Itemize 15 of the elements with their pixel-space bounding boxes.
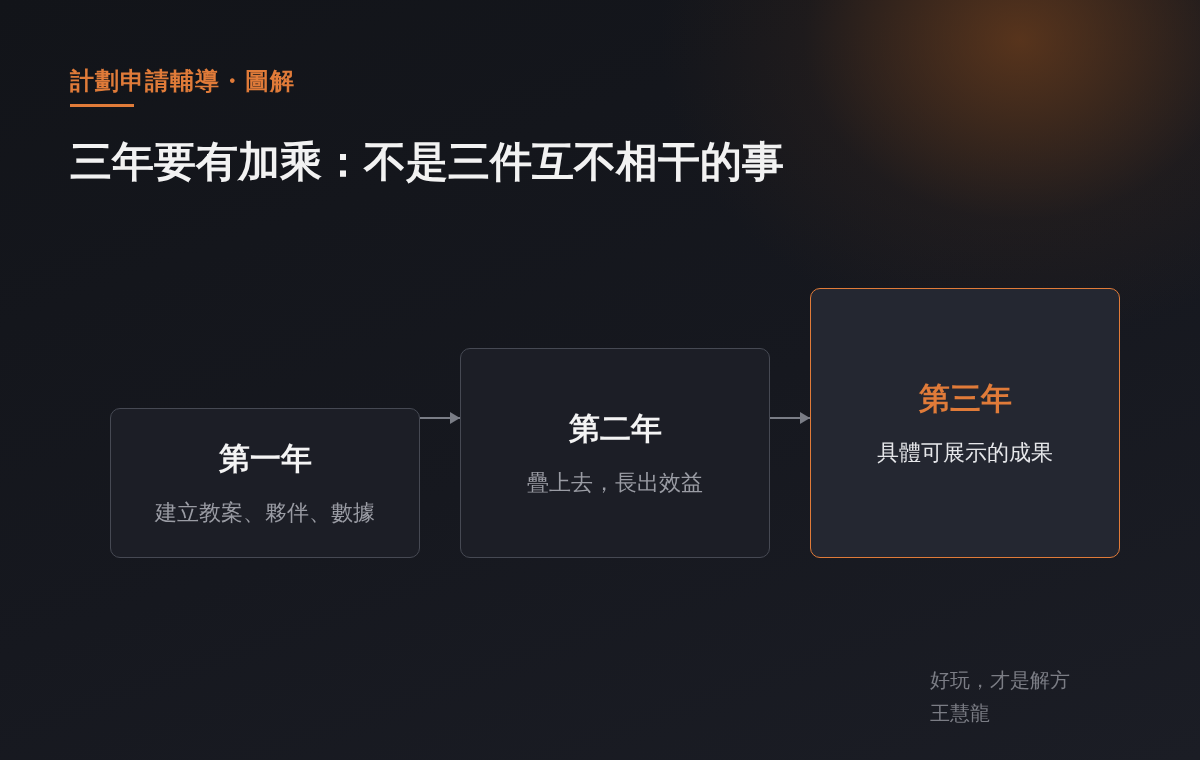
step-card — [460, 348, 770, 558]
card-heading: 第三年 — [918, 379, 1012, 418]
title: 三年要有加乘：不是三件互不相干的事 — [70, 136, 784, 188]
step-card — [810, 288, 1120, 558]
card-text: 疊上去，長出效益 — [527, 469, 703, 497]
author-name: 王慧龍 — [930, 700, 990, 727]
card-heading: 第二年 — [568, 409, 662, 448]
step-card — [110, 408, 420, 558]
card-text: 具體可展示的成果 — [877, 439, 1053, 467]
kicker-text: 計劃申請輔導・圖解 — [70, 66, 295, 97]
arrow — [419, 412, 461, 424]
card-text: 建立教案、夥伴、數據 — [155, 499, 375, 527]
footer-text: 好玩，才是解方 — [930, 667, 1070, 694]
arrow — [769, 412, 811, 424]
card-heading: 第一年 — [218, 439, 312, 478]
